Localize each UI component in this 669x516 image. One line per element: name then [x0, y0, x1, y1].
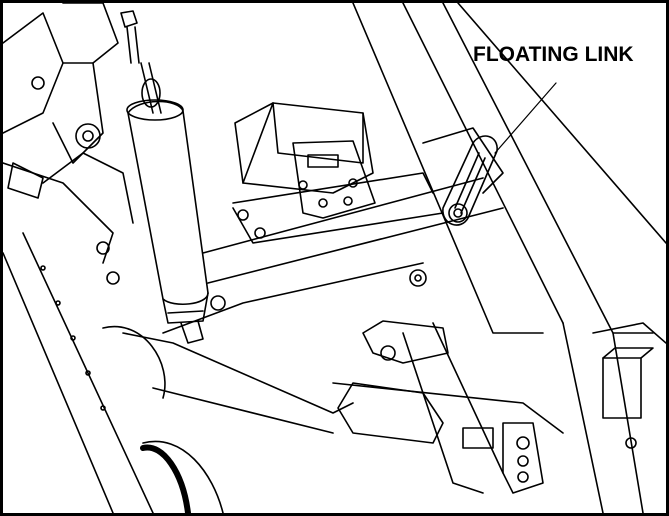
cross-beam	[202, 172, 504, 284]
right-rail-frame	[352, 3, 666, 513]
left-frame-rails	[3, 232, 224, 513]
mount-bracket-box	[234, 102, 376, 219]
top-bolt	[120, 10, 140, 64]
plow-mount-line-drawing	[3, 3, 666, 513]
hydraulic-cylinder	[126, 62, 226, 344]
callout-label-floating-link: FLOATING LINK	[473, 43, 634, 66]
callout-leader-line	[494, 82, 557, 154]
upper-left-frame	[3, 3, 134, 264]
lower-arm-assembly	[122, 262, 564, 494]
